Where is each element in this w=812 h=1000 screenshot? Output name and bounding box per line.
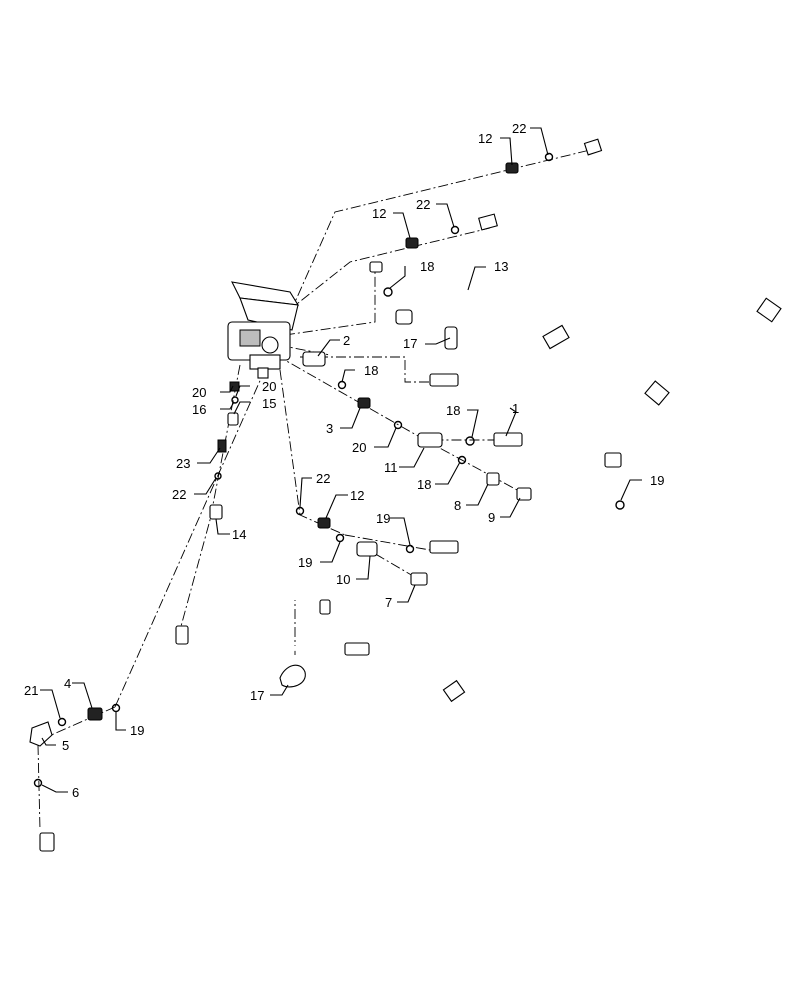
callout-12b: 12 xyxy=(372,206,386,221)
centerline-to-hose-19 xyxy=(344,534,431,551)
oring-18a xyxy=(383,287,393,297)
fittings xyxy=(29,152,625,788)
oring-18b xyxy=(337,380,347,390)
oring-6 xyxy=(33,778,43,788)
fitting-15 xyxy=(227,412,239,426)
fitting-4 xyxy=(87,707,103,721)
callout-2: 2 xyxy=(343,333,350,348)
fitting-12b xyxy=(405,237,419,249)
fitting-10 xyxy=(356,541,378,557)
fitting-top-small xyxy=(369,261,383,273)
callout-9: 9 xyxy=(488,510,495,525)
hose-second-long xyxy=(478,206,670,406)
fitting-12c xyxy=(317,517,331,529)
centerline-to-fitting-7 xyxy=(359,544,421,581)
oring-19a xyxy=(615,500,625,510)
callout-18c: 18 xyxy=(446,403,460,418)
callout-numbers: 12 22 12 22 18 13 17 2 18 20 20 16 15 3 … xyxy=(24,121,664,800)
centerline-down-to-12 xyxy=(279,369,346,536)
callout-22a: 22 xyxy=(512,121,526,136)
oring-22d xyxy=(214,472,222,480)
oring-18c xyxy=(465,436,475,446)
callout-20c: 20 xyxy=(352,440,366,455)
callout-17b: 17 xyxy=(250,688,264,703)
callout-5: 5 xyxy=(62,738,69,753)
callout-23: 23 xyxy=(176,456,190,471)
bracket-17a xyxy=(444,326,458,350)
centerline-to-hose-lower-right xyxy=(300,356,430,383)
fitting-11 xyxy=(417,432,443,448)
pedal-valve-assembly xyxy=(227,281,300,379)
hose-14-thin xyxy=(175,427,371,656)
centerline-fitting-13 xyxy=(284,270,376,336)
callout-19a: 19 xyxy=(650,473,664,488)
callout-14: 14 xyxy=(232,527,246,542)
callout-17a: 17 xyxy=(403,336,417,351)
oring-21 xyxy=(57,717,67,727)
centerline-to-hose-1 xyxy=(275,354,495,441)
callout-4: 4 xyxy=(64,676,71,691)
fitting-9 xyxy=(516,487,532,501)
callout-20a: 20 xyxy=(192,385,206,400)
callout-22b: 22 xyxy=(416,197,430,212)
fitting-14 xyxy=(209,504,223,520)
callout-19c: 19 xyxy=(376,511,390,526)
callout-6: 6 xyxy=(72,785,79,800)
fitting-5 xyxy=(29,721,53,747)
hoses xyxy=(39,127,782,864)
callout-12a: 12 xyxy=(478,131,492,146)
centerline-to-fitting-9 xyxy=(424,439,531,498)
callout-10: 10 xyxy=(336,572,350,587)
fitting-20a xyxy=(229,381,240,392)
callout-7: 7 xyxy=(385,595,392,610)
callout-22c: 22 xyxy=(316,471,330,486)
oring-19d xyxy=(111,703,121,713)
callout-20b: 20 xyxy=(262,379,276,394)
hose-1 xyxy=(493,432,622,468)
centerline-left-down xyxy=(37,744,41,831)
fitting-7 xyxy=(410,572,428,586)
callout-leaders xyxy=(40,127,642,793)
oring-22b xyxy=(450,225,460,235)
callout-21: 21 xyxy=(24,683,38,698)
callout-18d: 18 xyxy=(417,477,431,492)
fitting-2 xyxy=(302,351,326,367)
callout-18b: 18 xyxy=(364,363,378,378)
oring-19c xyxy=(405,544,415,554)
oring-18d xyxy=(457,455,467,465)
callout-11: 11 xyxy=(384,460,398,475)
oring-20c xyxy=(393,420,403,430)
callout-13: 13 xyxy=(494,259,508,274)
callout-1: 1 xyxy=(512,401,519,416)
hose-13 xyxy=(395,290,570,353)
hose-mid-right xyxy=(429,363,586,413)
callout-19d: 19 xyxy=(130,723,144,738)
bracket-17b xyxy=(279,664,306,688)
callout-3: 3 xyxy=(326,421,333,436)
callout-18a: 18 xyxy=(420,259,434,274)
callout-19b: 19 xyxy=(298,555,312,570)
callout-8: 8 xyxy=(454,498,461,513)
callout-16: 16 xyxy=(192,402,206,417)
fitting-8 xyxy=(486,472,500,486)
hose-upper-long xyxy=(583,127,782,323)
callout-15: 15 xyxy=(262,396,276,411)
oring-20b xyxy=(231,396,239,404)
callout-12c: 12 xyxy=(350,488,364,503)
hose-bottom-long xyxy=(39,679,466,864)
oring-22a xyxy=(544,152,554,162)
fitting-23 xyxy=(217,439,227,453)
centerline-top-loop xyxy=(114,149,591,708)
assembly-center-lines xyxy=(37,149,591,831)
callout-22d: 22 xyxy=(172,487,186,502)
centerline-left-stack xyxy=(179,364,241,631)
hose-19-right xyxy=(429,524,583,554)
fitting-3 xyxy=(357,397,371,409)
oring-22c xyxy=(295,506,305,516)
oring-19b xyxy=(335,533,345,543)
